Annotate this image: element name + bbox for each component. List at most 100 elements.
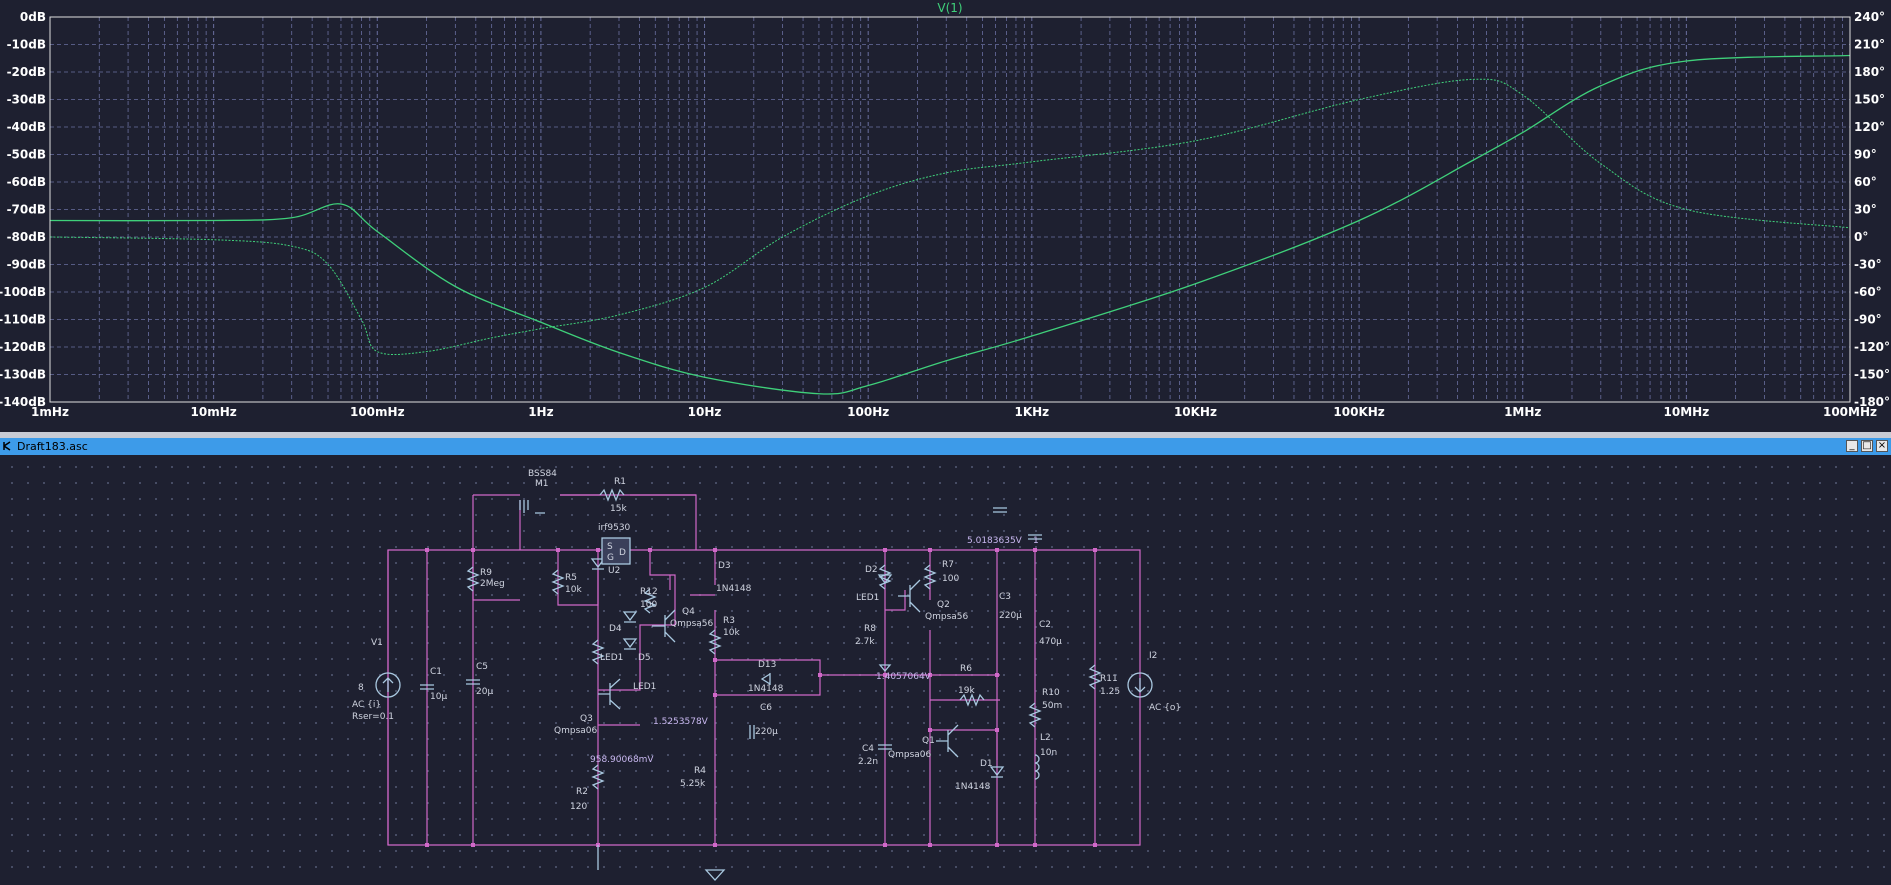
svg-text:C3: C3 xyxy=(999,592,1011,602)
right-axis-tick-label: 240° xyxy=(1854,10,1885,24)
svg-text:5.25k: 5.25k xyxy=(680,779,706,789)
components xyxy=(375,488,1153,881)
x-axis-tick-label: 1Hz xyxy=(528,405,553,419)
svg-text:I2: I2 xyxy=(1149,651,1157,661)
svg-text:1N4148: 1N4148 xyxy=(748,684,784,694)
svg-text:R3: R3 xyxy=(723,616,735,626)
pane-divider[interactable] xyxy=(0,432,1891,438)
svg-text:1.4057064V: 1.4057064V xyxy=(876,672,932,682)
svg-text:1.25: 1.25 xyxy=(1100,687,1120,697)
x-axis-tick-label: 100KHz xyxy=(1333,405,1384,419)
svg-text:D5: D5 xyxy=(638,653,651,663)
svg-text:10k: 10k xyxy=(723,628,740,638)
right-axis-tick-label: 90° xyxy=(1854,148,1877,162)
plot-frame xyxy=(49,16,1851,403)
schematic-window-title: Draft183.asc xyxy=(17,440,88,453)
svg-text:M1: M1 xyxy=(535,479,549,489)
svg-text:R2: R2 xyxy=(576,787,588,797)
svg-text:LED1: LED1 xyxy=(856,593,879,603)
right-axis-tick-label: 210° xyxy=(1854,38,1885,52)
x-axis-tick-label: 1mHz xyxy=(31,405,69,419)
svg-text:LED1: LED1 xyxy=(633,682,656,692)
svg-text:Q2: Q2 xyxy=(937,600,950,610)
svg-text:Qmpsa06: Qmpsa06 xyxy=(888,750,931,760)
left-axis-tick-label: -70dB xyxy=(7,203,46,217)
svg-text:AC {o}: AC {o} xyxy=(1149,703,1181,713)
schematic-canvas[interactable]: BSS84 M1 R1 15k irf9530 S D G U2 R9 2Meg… xyxy=(0,455,1891,881)
x-axis-tick-label: 100mHz xyxy=(350,405,405,419)
svg-text:L2: L2 xyxy=(1040,733,1051,743)
svg-text:Qmpsa56: Qmpsa56 xyxy=(925,612,968,622)
svg-text:Qmpsa06: Qmpsa06 xyxy=(554,726,597,736)
left-axis-tick-label: -90dB xyxy=(7,258,46,272)
svg-text:50m: 50m xyxy=(1042,701,1062,711)
svg-text:C5: C5 xyxy=(476,662,488,672)
left-axis-tick-label: -20dB xyxy=(7,65,46,79)
left-axis-tick-label: -10dB xyxy=(7,38,46,52)
schematic-titlebar[interactable]: Draft183.asc _ □ × xyxy=(0,438,1891,455)
svg-text:958.90068mV: 958.90068mV xyxy=(590,755,654,765)
right-axis-tick-label: -90° xyxy=(1854,313,1882,327)
svg-text:100: 100 xyxy=(942,574,959,584)
x-axis-tick-label: 1KHz xyxy=(1014,405,1049,419)
maximize-button[interactable]: □ xyxy=(1861,440,1873,452)
svg-text:1: 1 xyxy=(1033,536,1039,546)
svg-text:5.0183635V: 5.0183635V xyxy=(967,536,1023,546)
svg-text:C4: C4 xyxy=(862,744,874,754)
phase-trace xyxy=(49,78,1851,356)
left-axis-tick-label: 0dB xyxy=(20,10,46,24)
right-axis-tick-label: -150° xyxy=(1854,368,1890,382)
svg-text:220µ: 220µ xyxy=(999,611,1022,621)
svg-text:Rser=0.1: Rser=0.1 xyxy=(352,712,394,722)
svg-text:R6: R6 xyxy=(960,664,972,674)
svg-text:100: 100 xyxy=(640,600,657,610)
svg-text:C2: C2 xyxy=(1039,620,1051,630)
svg-text:C1: C1 xyxy=(430,667,442,677)
svg-text:120: 120 xyxy=(570,802,587,812)
svg-text:R11: R11 xyxy=(1100,674,1118,684)
svg-text:R5: R5 xyxy=(565,573,577,583)
svg-text:D4: D4 xyxy=(609,624,622,634)
svg-text:D2: D2 xyxy=(865,565,878,575)
x-axis-tick-label: 100MHz xyxy=(1823,405,1877,419)
svg-text:2.7k: 2.7k xyxy=(855,637,875,647)
right-axis-tick-label: 60° xyxy=(1854,175,1877,189)
magnitude-trace xyxy=(49,54,1851,395)
left-axis-tick-label: -130dB xyxy=(0,368,46,382)
right-axis-tick-label: 30° xyxy=(1854,203,1877,217)
svg-text:R1: R1 xyxy=(614,477,626,487)
svg-text:D1: D1 xyxy=(980,759,993,769)
svg-text:2Meg: 2Meg xyxy=(480,579,505,589)
x-axis-tick-label: 10mHz xyxy=(191,405,237,419)
right-axis-tick-label: 0° xyxy=(1854,230,1868,244)
close-button[interactable]: × xyxy=(1876,440,1888,452)
svg-text:D: D xyxy=(619,548,626,558)
voltage-source-v1 xyxy=(375,672,401,698)
left-axis-tick-label: -60dB xyxy=(7,175,46,189)
svg-text:R8: R8 xyxy=(864,624,876,634)
svg-text:Qmpsa56: Qmpsa56 xyxy=(670,619,713,629)
svg-text:BSS84: BSS84 xyxy=(528,469,557,479)
junction-dots xyxy=(425,548,1097,847)
svg-text:1N4148: 1N4148 xyxy=(955,782,991,792)
svg-text:R10: R10 xyxy=(1042,688,1060,698)
trace-title[interactable]: V(1) xyxy=(937,1,962,15)
svg-text:V1: V1 xyxy=(371,638,383,648)
circuit-schematic[interactable]: BSS84 M1 R1 15k irf9530 S D G U2 R9 2Meg… xyxy=(0,455,1891,881)
svg-text:19k: 19k xyxy=(958,686,975,696)
svg-text:D13: D13 xyxy=(758,660,776,670)
left-axis-tick-label: -30dB xyxy=(7,93,46,107)
right-axis-tick-label: -60° xyxy=(1854,285,1882,299)
x-axis-tick-label: 10Hz xyxy=(688,405,722,419)
svg-text:AC {i}: AC {i} xyxy=(352,700,381,710)
left-axis-tick-label: -50dB xyxy=(7,148,46,162)
svg-text:Q1: Q1 xyxy=(922,736,935,746)
svg-text:10n: 10n xyxy=(1040,748,1057,758)
schematic-labels: BSS84 M1 R1 15k irf9530 S D G U2 R9 2Meg… xyxy=(352,469,1181,812)
svg-text:470µ: 470µ xyxy=(1039,637,1062,647)
left-axis-tick-label: -140dB xyxy=(0,395,46,409)
minimize-button[interactable]: _ xyxy=(1846,440,1858,452)
